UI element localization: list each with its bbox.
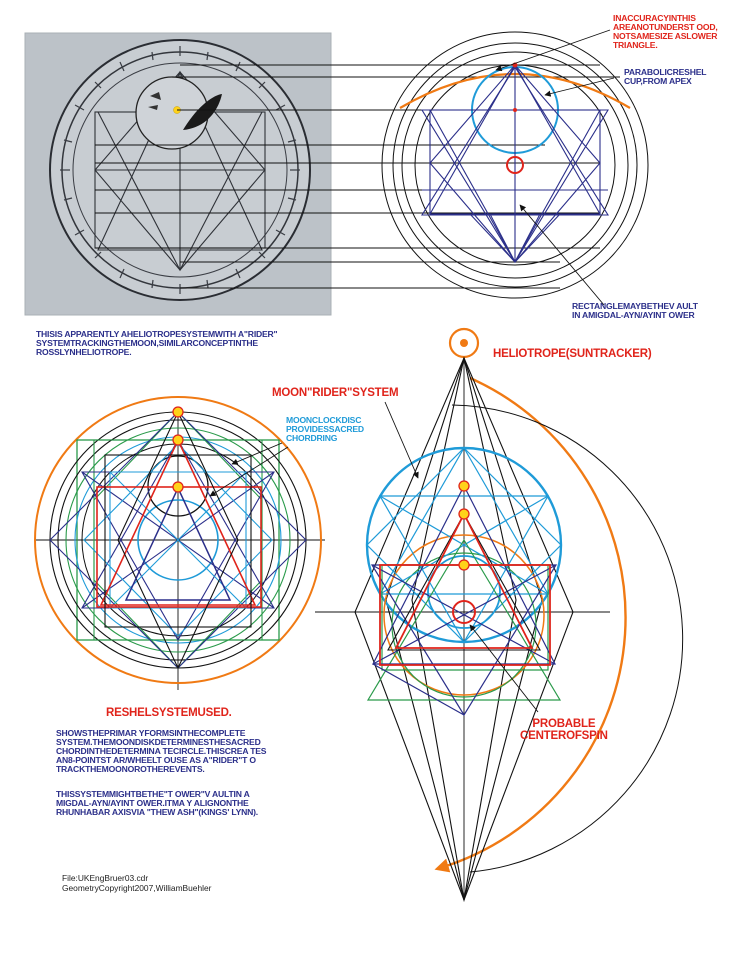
moon-clock-line-2: PROVIDESSACRED (286, 424, 364, 435)
file-credit: File:UKEngBruer03.cdr GeometryCopyright2… (62, 873, 211, 893)
vault-desc-line-3: RHUNHABAR AXISVIA "THEW ASH"(KINGS' LYNN… (56, 807, 258, 818)
heliotrope-desc-line-1: THISIS APPARENTLY AHELIOTROPESYSTEMWITH … (36, 329, 278, 339)
moon-rider-title: MOON"RIDER"SYSTEM (272, 387, 399, 399)
moon-clock-note: MOONCLOCKDISC PROVIDESSACRED CHORDRING (286, 415, 364, 444)
copyright-line: GeometryCopyright2007,WilliamBuehler (62, 883, 212, 894)
inaccuracy-note: INACCURACYINTHIS AREANOTUNDERST OOD, NOT… (613, 13, 718, 51)
photo-panel (24, 32, 332, 316)
vault-description: THISSYSTEMMIGHTBETHE"T OWER"V AULTIN A M… (56, 789, 258, 818)
inaccuracy-line-2: AREANOTUNDERST OOD, (613, 22, 718, 33)
reshel-desc-line-2: SYSTEM.THEMOONDISKDETERMINESTHESACRED (56, 737, 261, 748)
rectangle-line-2: IN AMIGDAL-AYN/AYINT OWER (572, 310, 695, 321)
parabolic-line-2: CUP,FROM APEX (624, 76, 692, 87)
heliotrope-title: HELIOTROPE(SUNTRACKER) (493, 348, 652, 360)
heliotrope-desc-line-3: ROSSLYNHELIOTROPE. (36, 347, 132, 358)
rectangle-line-1: RECTANGLEMAYBETHEV AULT (572, 301, 698, 311)
reshel-desc-line-3: CHORDINTHEDETERMINA TECIRCLE.THISCREA TE… (56, 746, 267, 757)
moon-clock-line-3: CHORDRING (286, 433, 338, 444)
top-right-diagram (95, 29, 649, 306)
vault-desc-line-2: MIGDAL-AYN/AYINT OWER.ITMA Y ALIGNONTHE (56, 798, 249, 809)
heliotrope-description: THISIS APPARENTLY AHELIOTROPESYSTEMWITH … (36, 329, 278, 358)
vault-desc-line-1: THISSYSTEMMIGHTBETHE"T OWER"V AULTIN A (56, 789, 250, 799)
parabolic-line-1: PARABOLICRESHEL (624, 67, 707, 77)
moon-clock-line-1: MOONCLOCKDISC (286, 415, 362, 425)
heliotrope-desc-line-2: SYSTEMTRACKINGTHEMOON,SIMILARCONCEPTINTH… (36, 338, 258, 349)
probable-center-note: PROBABLE CENTEROFSPIN (520, 718, 608, 742)
probable-line-1: PROBABLE (532, 718, 596, 730)
rectangle-note: RECTANGLEMAYBETHEV AULT IN AMIGDAL-AYN/A… (572, 301, 698, 321)
inaccuracy-line-1: INACCURACYINTHIS (613, 13, 696, 23)
reshel-desc-line-1: SHOWSTHEPRIMAR YFORMSINTHECOMPLETE (56, 728, 246, 738)
parabolic-note: PARABOLICRESHEL CUP,FROM APEX (624, 67, 707, 87)
inaccuracy-line-3: NOTSAMESIZE ASLOWER (613, 31, 718, 42)
heliotrope-diagram (315, 327, 684, 903)
reshel-desc-line-5: TRACKTHEMOONOROTHEREVENTS. (56, 764, 205, 775)
file-name: File:UKEngBruer03.cdr (62, 873, 149, 883)
reshel-title: RESHELSYSTEMUSED. (106, 707, 232, 719)
inaccuracy-line-4: TRIANGLE. (613, 40, 658, 51)
reshel-system-diagram (34, 396, 325, 690)
probable-line-2: CENTEROFSPIN (520, 730, 608, 743)
reshel-description: SHOWSTHEPRIMAR YFORMSINTHECOMPLETE SYSTE… (56, 728, 267, 775)
reshel-desc-line-4: AN8-POINTST AR/WHEELT OUSE AS A"RIDER"T … (56, 755, 256, 766)
